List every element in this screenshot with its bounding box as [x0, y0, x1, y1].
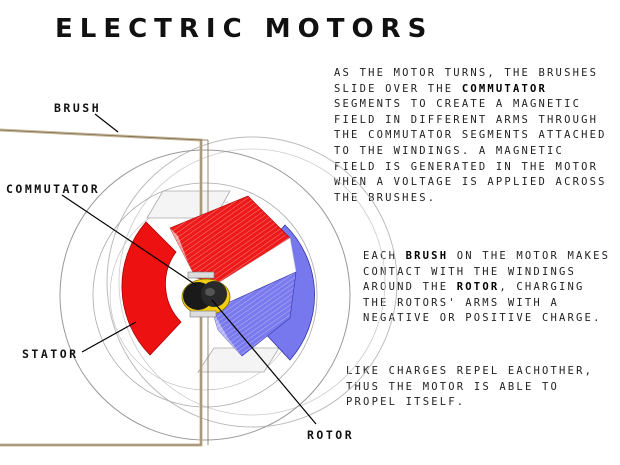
leader-brush	[94, 113, 119, 133]
leader-stator	[81, 321, 137, 353]
p2-text-c: , CHARGING THE ROTORS' ARMS WITH A NEGAT…	[363, 281, 602, 325]
rotor-arm-top-inner	[170, 228, 196, 278]
housing-brackets	[146, 190, 280, 373]
paragraph-repel: LIKE CHARGES REPEL EACHOTHER, THUS THE M…	[346, 365, 594, 409]
label-rotor: ROTOR	[307, 428, 355, 442]
p1-text-b: SEGMENTS TO CREATE A MAGNETIC FIELD IN D…	[334, 98, 607, 204]
paragraph-commutator: AS THE MOTOR TURNS, THE BRUSHES SLIDE OV…	[334, 66, 614, 206]
leader-rotor	[211, 299, 317, 425]
p2-bold-rotor: ROTOR	[456, 281, 500, 294]
commutator	[181, 271, 231, 318]
label-brush: BRUSH	[54, 101, 102, 115]
p2-bold-brush: BRUSH	[405, 250, 449, 262]
p2-text-a: EACH	[363, 250, 406, 262]
paragraph-brush: EACH BRUSH ON THE MOTOR MAKES CONTACT WI…	[363, 249, 613, 327]
stator-left	[121, 221, 182, 356]
page-title: ELECTRIC MOTORS	[55, 14, 434, 44]
label-commutator: COMMUTATOR	[6, 182, 101, 196]
leader-commutator	[61, 194, 197, 286]
p2-text-b: ON THE MOTOR MAKES CONTACT WITH THE WIND…	[363, 250, 611, 294]
p1-text-a: AS THE MOTOR TURNS, THE BRUSHES SLIDE OV…	[334, 67, 599, 95]
brush-frame	[0, 128, 209, 447]
housing-back	[106, 136, 398, 428]
leader-lines	[61, 113, 317, 425]
label-stator: STATOR	[22, 347, 79, 361]
p1-bold-commutator: COMMUTATOR	[461, 82, 548, 95]
